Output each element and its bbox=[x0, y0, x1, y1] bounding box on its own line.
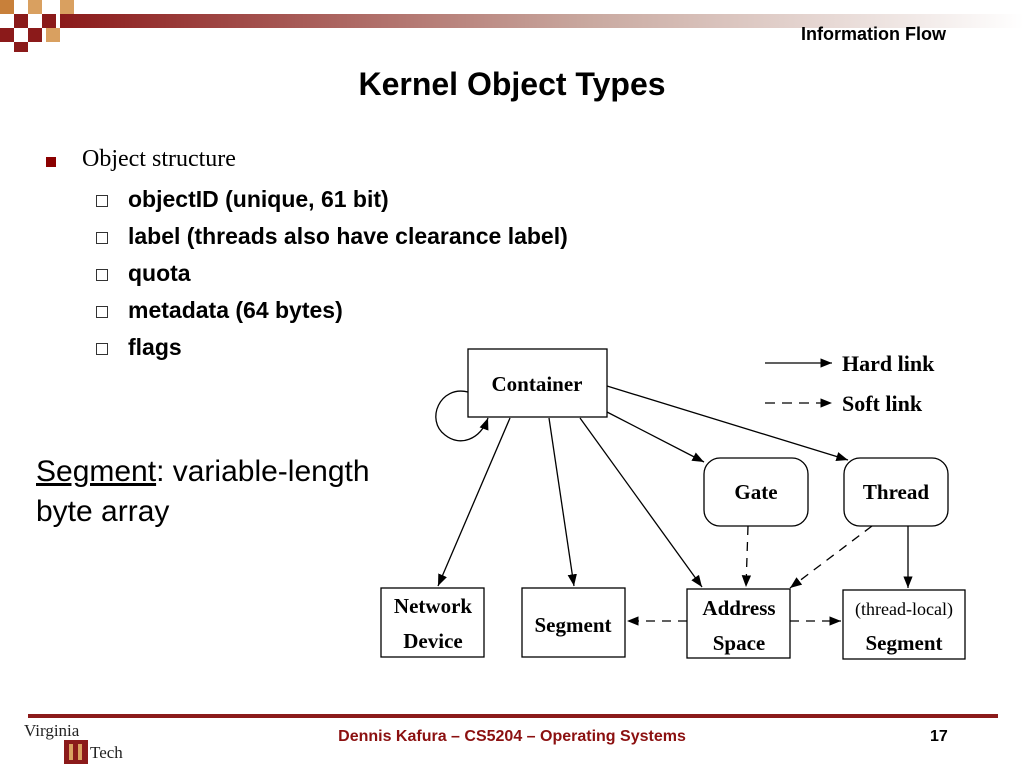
hollow-square-bullet-icon bbox=[96, 232, 108, 244]
node-gate: Gate bbox=[703, 457, 809, 527]
sub-bullet-text: label (threads also have clearance label… bbox=[128, 223, 568, 249]
node-network-label-1: Network bbox=[394, 594, 472, 618]
segment-definition-rest: : variable-length bbox=[156, 455, 370, 488]
segment-term: Segment bbox=[36, 455, 157, 488]
hollow-square-bullet-icon bbox=[96, 306, 108, 318]
node-thread-local-segment: (thread-local) Segment bbox=[842, 589, 966, 660]
square-bullet-icon bbox=[46, 157, 56, 167]
hollow-square-bullet-icon bbox=[96, 195, 108, 207]
link-container-gate bbox=[606, 411, 705, 463]
node-gate-label: Gate bbox=[734, 480, 777, 504]
slide-title: Kernel Object Types bbox=[358, 66, 666, 102]
node-tl-label-2: Segment bbox=[866, 631, 943, 655]
segment-definition: Segment: variable-length byte array bbox=[36, 452, 370, 532]
link-container-thread bbox=[606, 385, 849, 462]
logo-text-2: Tech bbox=[90, 743, 123, 762]
segment-definition-line2: byte array bbox=[36, 495, 170, 528]
header-decoration bbox=[0, 0, 1024, 52]
section-label: Information Flow bbox=[801, 24, 946, 44]
legend-soft-link: Soft link bbox=[842, 391, 923, 416]
link-container-address bbox=[579, 417, 703, 588]
logo-text-1: Virginia bbox=[24, 721, 80, 740]
bullet-text: Object structure bbox=[82, 146, 236, 172]
node-tl-label-1: (thread-local) bbox=[855, 599, 953, 620]
sub-bullet-text: metadata (64 bytes) bbox=[128, 297, 343, 323]
node-thread: Thread bbox=[843, 457, 949, 527]
virginia-tech-logo: Virginia Tech bbox=[24, 721, 123, 764]
node-container: Container bbox=[467, 348, 608, 418]
node-network-label-2: Device bbox=[403, 629, 462, 653]
footer-divider bbox=[28, 714, 998, 718]
sub-bullet-text: objectID (unique, 61 bit) bbox=[128, 186, 389, 212]
link-container-network bbox=[437, 417, 511, 587]
link-thread-address bbox=[789, 525, 873, 589]
legend-hard-link: Hard link bbox=[842, 351, 935, 376]
node-container-label: Container bbox=[492, 372, 583, 396]
node-address-label-2: Space bbox=[713, 631, 766, 655]
hollow-square-bullet-icon bbox=[96, 269, 108, 281]
diagram-legend: Hard link Soft link bbox=[765, 351, 935, 416]
node-segment: Segment bbox=[521, 587, 626, 658]
node-segment-label: Segment bbox=[535, 613, 612, 637]
node-address-space: Address Space bbox=[686, 588, 791, 659]
sub-bullet-text: flags bbox=[128, 334, 182, 360]
page-number: 17 bbox=[930, 728, 948, 745]
link-container-segment bbox=[548, 417, 577, 587]
node-thread-label: Thread bbox=[863, 480, 929, 504]
hard-links bbox=[435, 385, 913, 588]
footer-credit: Dennis Kafura – CS5204 – Operating Syste… bbox=[338, 728, 686, 745]
link-gate-address bbox=[741, 525, 752, 588]
hollow-square-bullet-icon bbox=[96, 343, 108, 355]
sub-bullet-text: quota bbox=[128, 260, 191, 286]
self-link-arrow bbox=[435, 390, 489, 442]
node-address-label-1: Address bbox=[702, 596, 775, 620]
node-network-device: Network Device bbox=[380, 587, 485, 658]
soft-links bbox=[627, 525, 873, 626]
